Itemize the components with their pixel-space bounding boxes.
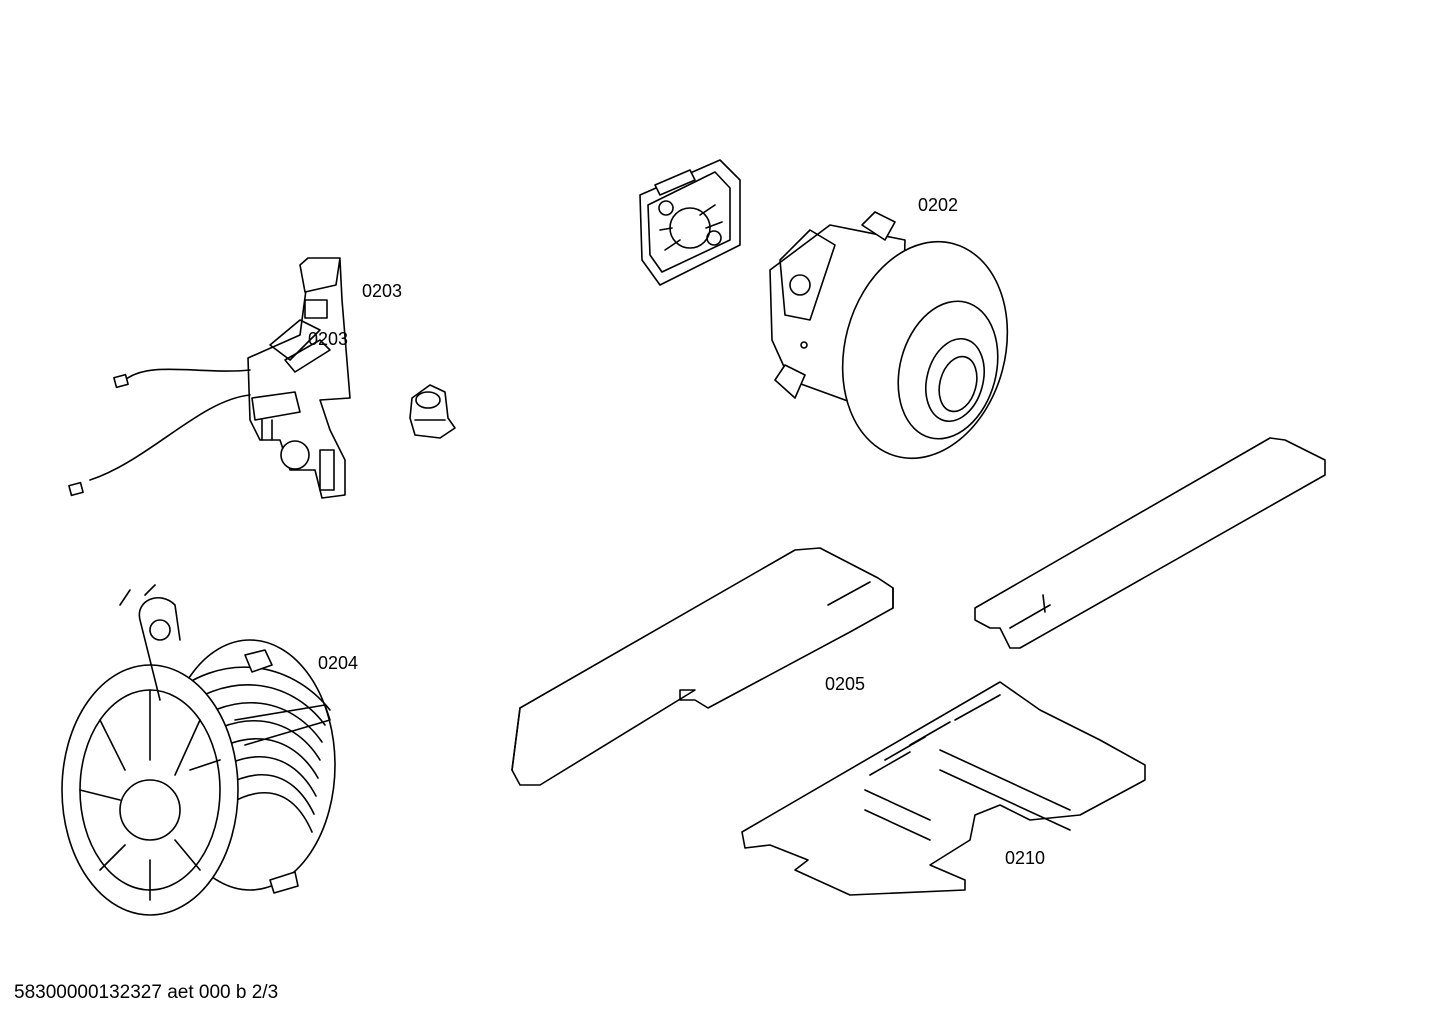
document-footer: 58300000132327 aet 000 b 2/3 — [14, 982, 279, 1003]
part-label-0203: 0203 — [362, 281, 403, 301]
electronics-board — [68, 257, 351, 499]
motor-mount-plate — [639, 159, 741, 286]
foam-pad-0210 — [741, 681, 1146, 896]
part-label-0202: 0202 — [918, 195, 959, 215]
part-label-0205: 0205 — [825, 674, 866, 694]
part-label-0203-secondary: 0203 — [308, 329, 349, 349]
small-switch — [409, 384, 456, 439]
foam-pad-0205 — [511, 547, 894, 786]
part-label-0204: 0204 — [318, 653, 359, 673]
foam-strip-long — [974, 437, 1326, 649]
part-label-0210: 0210 — [1005, 848, 1046, 868]
cable-reel — [61, 584, 336, 916]
motor — [769, 211, 1009, 460]
